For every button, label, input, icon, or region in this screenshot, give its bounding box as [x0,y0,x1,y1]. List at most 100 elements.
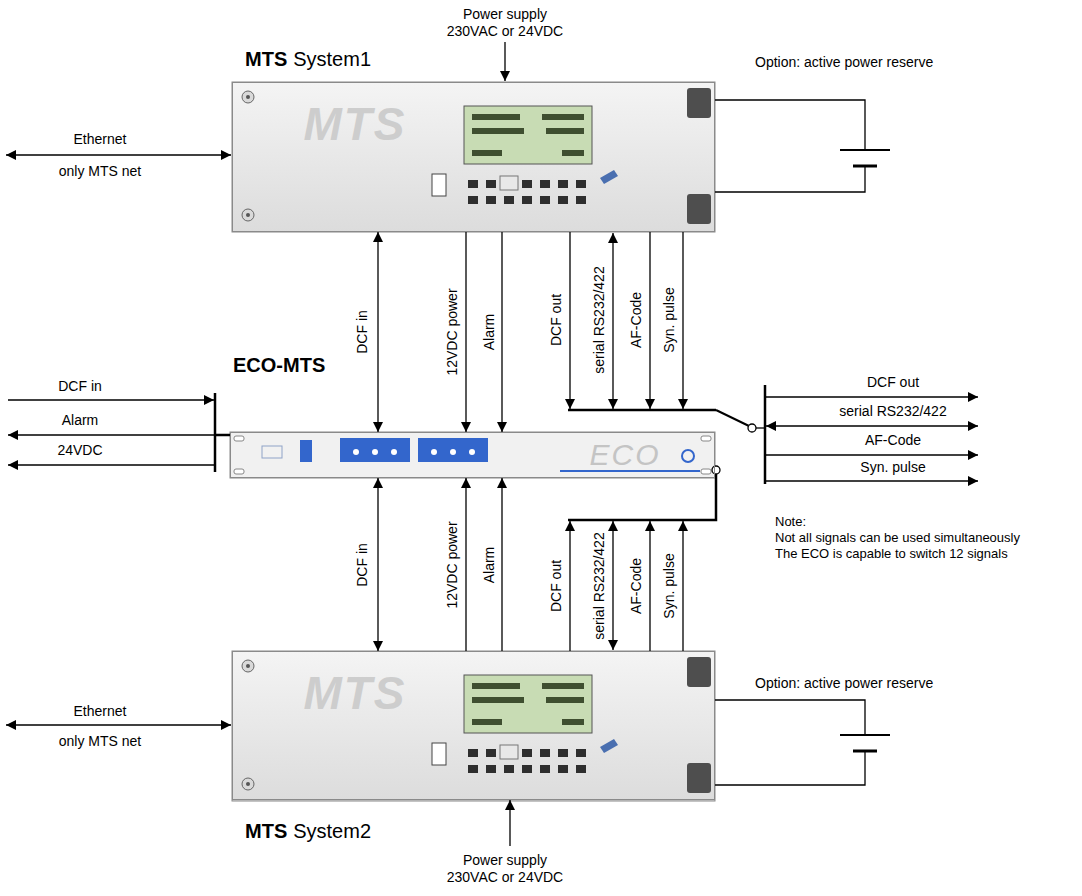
rack-slot [234,436,244,441]
input-bracket [215,434,230,437]
device-heading: MTS [245,48,287,70]
signal-wire [612,233,613,409]
signal-label: serial RS232/422 [591,266,607,373]
battery-plate [840,734,890,736]
signal-label: 230VAC or 24VDC [447,23,563,39]
battery-plate [840,149,890,151]
connector-label: Alarm [481,546,497,583]
device-heading: ECO-MTS [233,354,325,376]
mts-panel-top [232,82,715,232]
connector-label: DCF in [354,543,370,587]
signal-label: 230VAC or 24VDC [447,869,563,885]
signal-connector [465,232,466,432]
signal-connector [377,478,378,651]
mts-panel-bottom [232,651,715,801]
switch-arm [716,410,749,426]
signal-label: Option: active power reserve [755,54,933,70]
signal-label: DCF in [58,378,102,394]
signal-wire [569,232,570,409]
signal-label: Power supply [463,6,547,22]
signal-connector [465,478,466,651]
input-bracket [214,393,217,472]
signal-label: Option: active power reserve [755,675,933,691]
eco-led [353,449,359,455]
eco-led [372,449,378,455]
power-arrow [504,42,505,81]
output-arrow [766,425,978,426]
output-arrow [765,454,978,455]
eco-logo [682,450,694,462]
signal-label: The ECO is capable to switch 12 signals [775,546,1008,561]
device-heading-row: MTS System1 [245,47,371,71]
watermark: MTS [303,99,406,149]
watermark: ECO [589,438,660,472]
signal-label: Syn. pulse [661,287,677,352]
signal-label: serial RS232/422 [839,403,946,419]
signal-label: 24VDC [57,442,102,458]
switch-pivot [748,424,756,432]
signal-label: serial RS232/422 [591,532,607,639]
signal-wire [682,232,683,409]
eco-led [450,449,456,455]
rack-slot [701,436,711,441]
eco-led [391,449,397,455]
signal-label: DCF out [548,560,564,612]
eco-blue-block [340,438,410,462]
signal-label: only MTS net [59,163,141,179]
signal-label: AF-Code [628,292,644,348]
power-arrow [509,800,510,846]
device-heading-row: MTS System2 [245,819,371,843]
signal-bus [568,409,716,412]
eco-led [431,449,437,455]
rack-slot [701,469,711,474]
signal-label: only MTS net [59,733,141,749]
input-arrow [8,434,214,435]
signal-label: Not all signals can be used simultaneous… [775,530,1020,545]
input-arrow [8,399,214,400]
battery-wire [715,751,865,785]
output-arrow [765,396,978,397]
signal-label: DCF out [867,374,919,390]
signal-wire [612,521,613,650]
eco-symbol [262,446,282,458]
signal-label: Note: [775,514,806,529]
connector-label: 12VDC power [444,521,460,608]
signal-connector [501,478,502,651]
output-arrow [765,480,978,481]
connector-label: DCF in [354,310,370,354]
signal-connector [501,232,502,432]
output-bracket [764,385,767,484]
signal-label: DCF out [548,294,564,346]
device-heading-row: ECO-MTS [233,353,325,377]
battery-wire [715,166,865,192]
signal-label: AF-Code [628,558,644,614]
signal-label: Syn. pulse [860,459,925,475]
connector-label: Alarm [481,314,497,351]
input-arrow [8,464,214,465]
signal-connector [377,232,378,432]
watermark: MTS [303,668,406,718]
signal-bus [568,474,716,520]
signal-label: Ethernet [74,131,127,147]
signal-wire [569,521,570,651]
signal-wire [649,232,650,409]
device-heading: MTS [245,820,287,842]
device-heading: System2 [293,820,371,842]
eco-blue-block [418,438,488,462]
rack-slot [234,469,244,474]
device-heading: System1 [293,48,371,70]
signal-label: Alarm [62,412,99,428]
signal-label: AF-Code [865,432,921,448]
ethernet-arrow [6,154,231,155]
signal-wire [649,521,650,651]
switch-wire [756,427,765,428]
signal-label: Ethernet [74,703,127,719]
eco-blue-block [300,440,312,462]
eco-panel-face [230,432,715,478]
connector-label: 12VDC power [444,288,460,375]
switch-contact [712,466,720,474]
signal-wire [682,521,683,651]
signal-label: Syn. pulse [661,553,677,618]
